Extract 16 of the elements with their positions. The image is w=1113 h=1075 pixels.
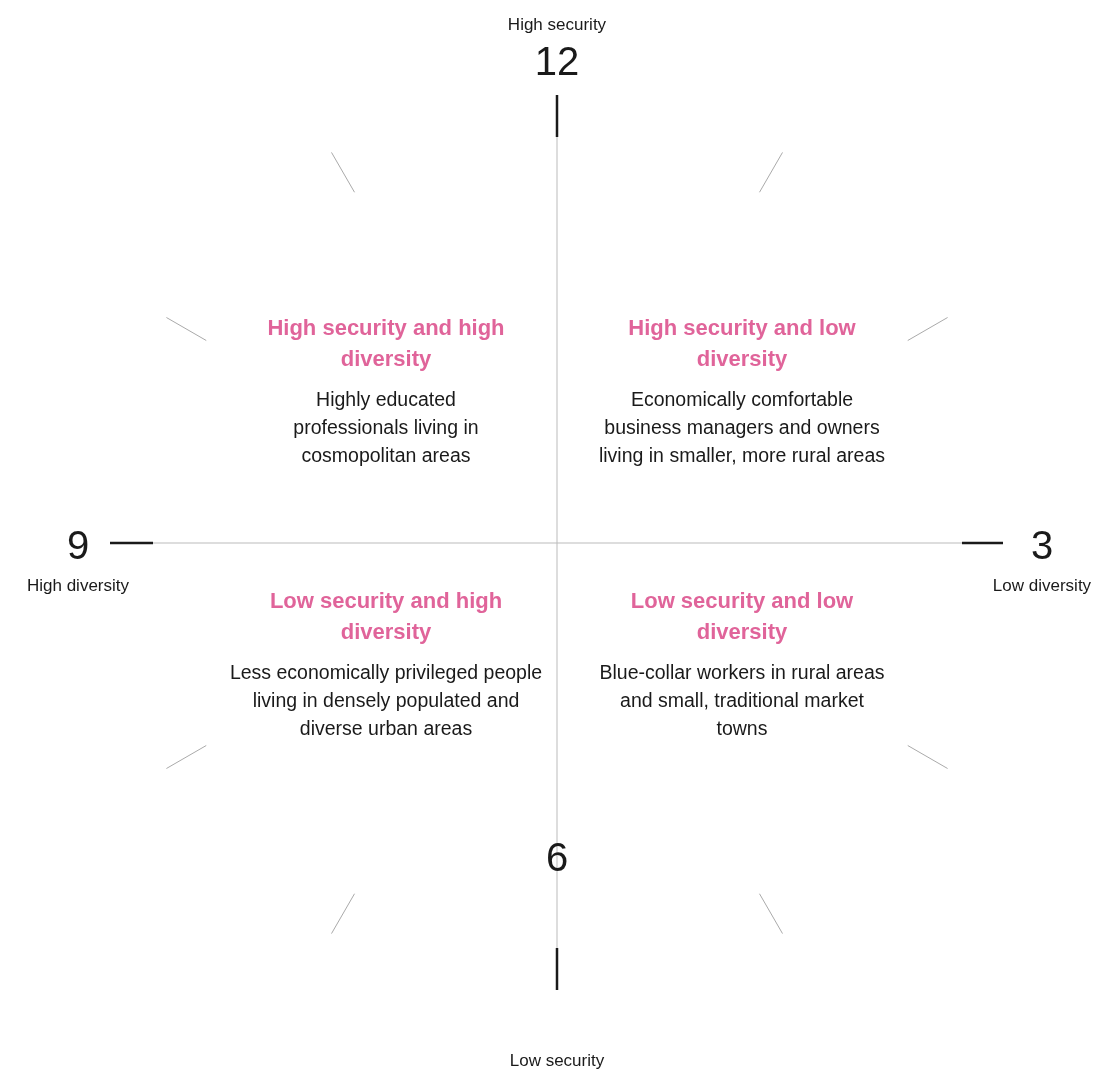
axis-label: Low security [508, 1050, 606, 1072]
clock-number: 3 [1029, 522, 1055, 568]
quadrant-description: Highly educated professionals living in cosmopolitan areas [292, 387, 480, 468]
quadrant-description: Economically comfortable business managers and owners living in smaller, more rural areas [597, 387, 887, 468]
quadrant-heading: High security and high diversity [266, 314, 506, 373]
quadrant-heading: Low security and low diversity [629, 587, 855, 646]
axis-label: High diversity [25, 575, 130, 597]
quadrant-heading: Low security and high diversity [268, 587, 504, 646]
axis-label: Low diversity [991, 575, 1093, 597]
axis-label: High security [506, 14, 608, 36]
quadrant-description: Less economically privileged people living in densely populated and diverse urban areas [228, 660, 544, 741]
clock-number: 6 [544, 834, 570, 880]
clock-number: 9 [65, 522, 91, 568]
quadrant-description: Blue-collar workers in rural areas and small, traditional market towns [598, 660, 886, 741]
quadrant-heading: High security and low diversity [627, 314, 857, 373]
clock-number: 12 [533, 38, 581, 84]
